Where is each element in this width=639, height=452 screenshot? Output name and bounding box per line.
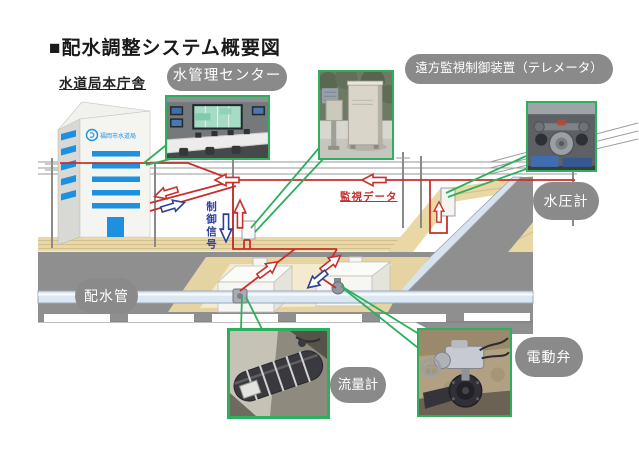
label-bubble-distribution-pipe: 配水管: [75, 278, 138, 314]
label-bubble-water-management-center: 水管理センター: [167, 63, 287, 91]
building-logo: 福岡市水道局: [85, 128, 136, 142]
label-bubble-electric-valve: 電動弁: [515, 337, 583, 377]
underground-vaults: [168, 256, 430, 313]
control-signal-label: 制御信号: [205, 201, 217, 251]
lane-markings: [44, 313, 530, 322]
electric-valve-photo: [417, 328, 512, 417]
building-label: 水道局本庁舎: [59, 76, 146, 91]
monitoring-data-label: 監視データ: [340, 191, 398, 203]
headquarters-building: 福岡市水道局: [57, 101, 151, 246]
label-bubble-flow-meter: 流量計: [330, 367, 386, 403]
svg-text:福岡市水道局: 福岡市水道局: [100, 132, 136, 140]
label-bubble-pressure-gauge: 水圧計: [533, 182, 599, 220]
red-downleft-arrow: [152, 183, 180, 203]
building-windows: [61, 130, 140, 237]
pipe-equipment: [232, 278, 345, 304]
control-room-photo: [165, 95, 270, 160]
page-title: ■配水調整システム概要図: [49, 38, 281, 59]
pressure-gauge-photo: [526, 101, 597, 172]
flow-meter-photo: [227, 328, 330, 419]
telemeter-cabinet-photo: [318, 70, 394, 160]
red-left-arrow: [361, 173, 387, 187]
label-bubble-telemeter: 遠方監視制御装置（テレメータ）: [405, 54, 613, 84]
